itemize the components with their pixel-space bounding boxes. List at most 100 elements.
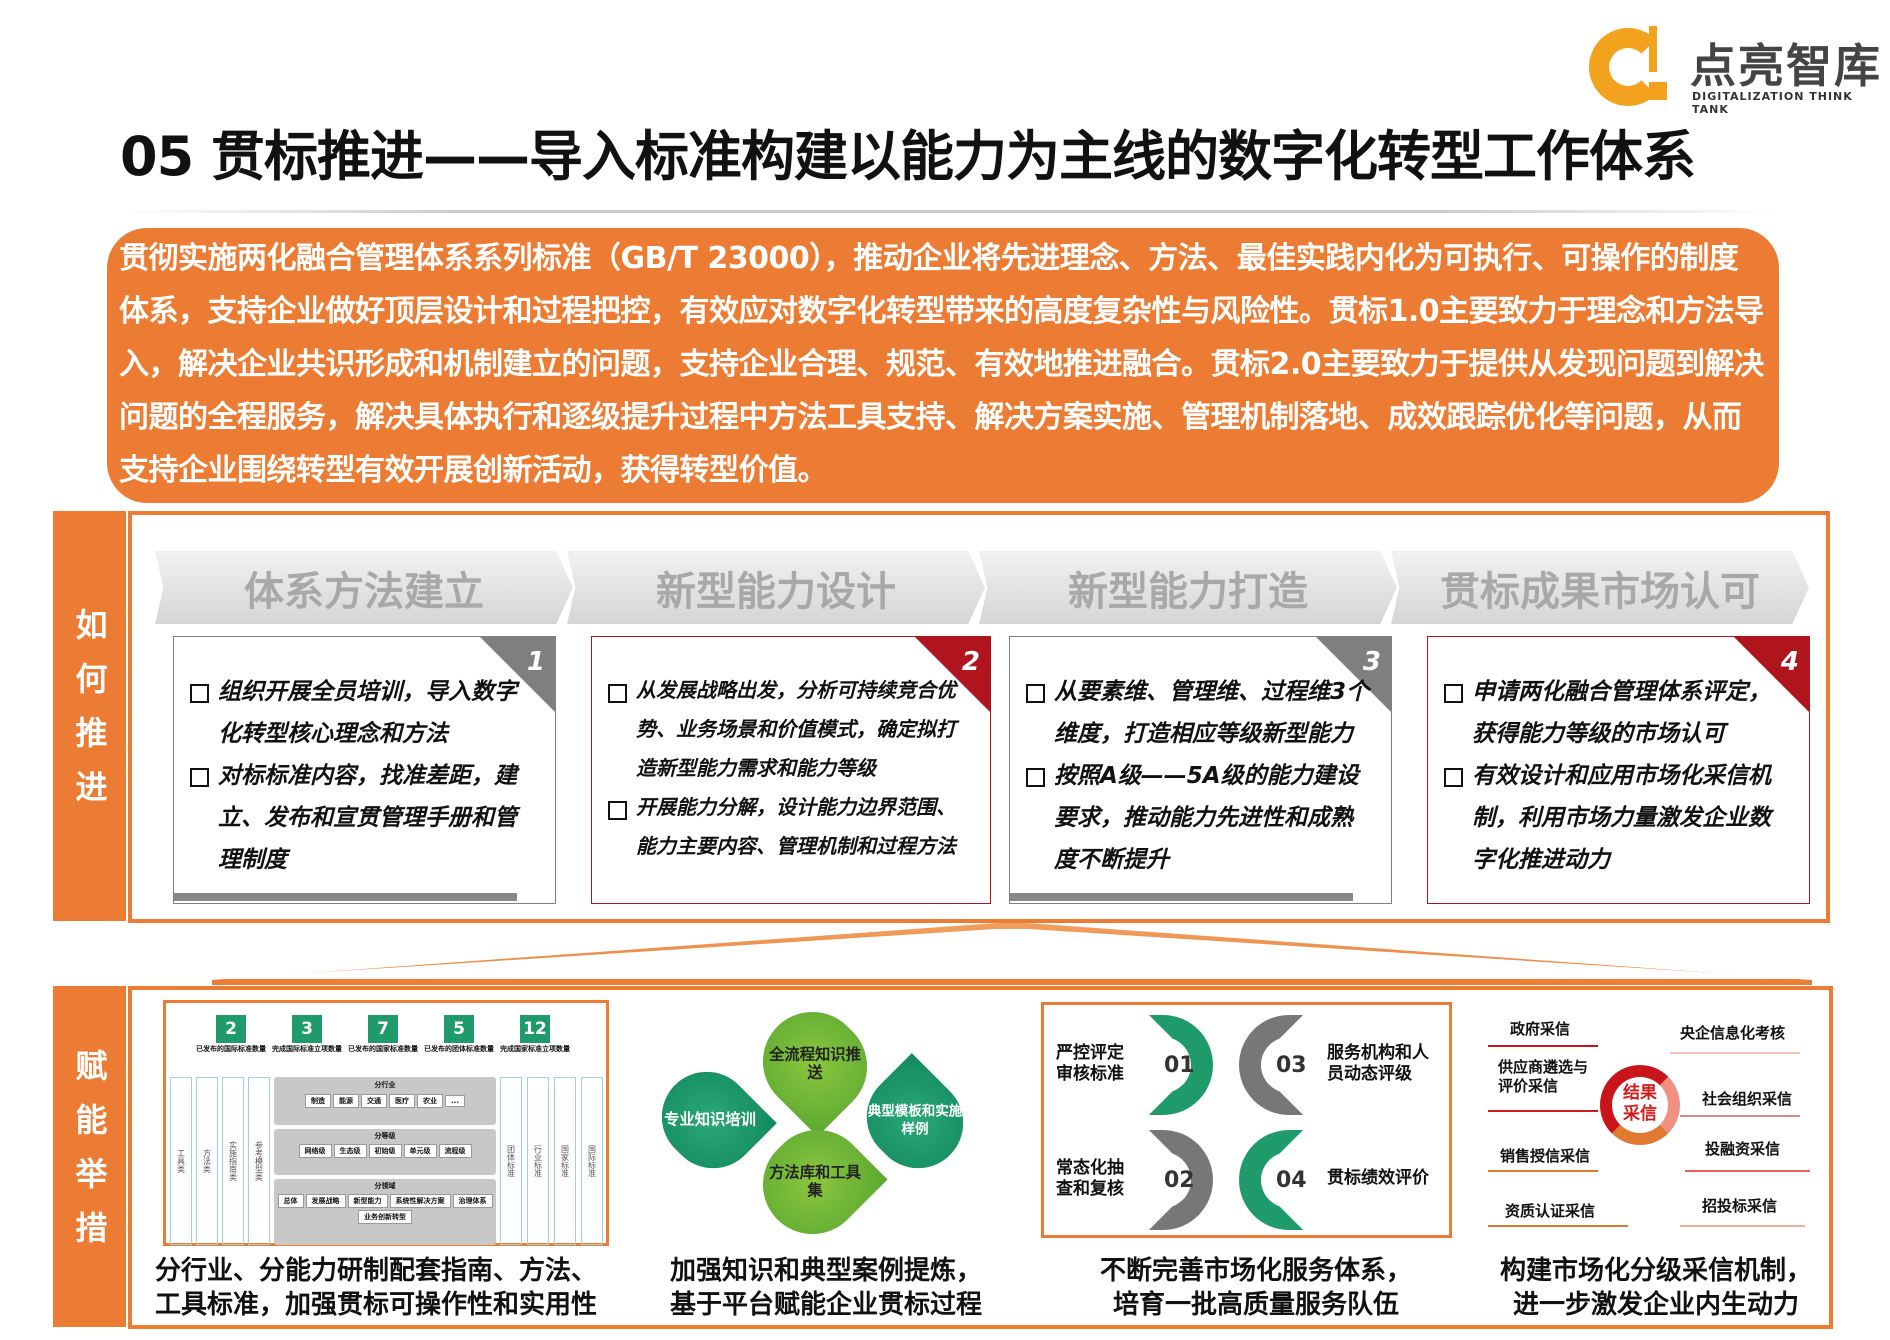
step-item: 组织开展全员培训，导入数字化转型核心理念和方法 [190, 671, 535, 755]
stat-label: 已发布的国际标准数量 [196, 1045, 266, 1053]
title-divider [120, 210, 1780, 213]
how-frame [128, 511, 1830, 923]
chip: 农业 [417, 1094, 443, 1108]
credit-right-item: 央企信息化考核 [1680, 1024, 1786, 1042]
petal-label: 方法库和工具集 [769, 1164, 861, 1200]
petal-label: 典型模板和实施样例 [867, 1102, 963, 1138]
group-title: 分行业 [374, 1081, 396, 1089]
logo-cn: 点亮智库 [1690, 39, 1882, 93]
chip: 业务创新转型 [358, 1210, 412, 1224]
caption-line: 工具标准，加强贯标可操作性和实用性 [155, 1290, 598, 1320]
petal-left: 专业知识培训 [643, 1053, 777, 1187]
industry-group: 分行业制造能源交通医疗农业... [274, 1077, 496, 1125]
stat-label: 已发布的团体标准数量 [424, 1045, 494, 1053]
domain-group: 分领域总体发展战略新型能力系统性解决方案治理体系业务创新转型 [274, 1179, 496, 1245]
petal-label: 全流程知识推送 [769, 1046, 861, 1082]
page-title: 05 贯标推进——导入标准构建以能力为主线的数字化转型工作体系 [120, 125, 1696, 188]
standard-col: 参考模型类 [248, 1077, 270, 1245]
caption-line: 培育一批高质量服务队伍 [1113, 1290, 1400, 1320]
standard-col: 团体标准 [500, 1077, 522, 1245]
chip: 单元级 [403, 1144, 437, 1158]
step-item: 从发展战略出发，分析可持续竞合优势、业务场景和价值模式，确定拟打造新型能力需求和… [608, 671, 970, 788]
logo-en: DIGITALIZATION THINK TANK [1692, 90, 1853, 116]
caption-3: 不断完善市场化服务体系， 培育一批高质量服务队伍 [1100, 1254, 1412, 1322]
item-number: 04 [1276, 1168, 1307, 1193]
step-number: 4 [1780, 647, 1799, 677]
credit-right-item: 投融资采信 [1705, 1140, 1781, 1158]
caption-line: 加强知识和典型案例提炼， [670, 1256, 983, 1286]
chip: 发展战略 [305, 1194, 346, 1208]
credit-diagram: 结果采信 政府采信 供应商遴选与评价采信 销售授信采信 资质认证采信 央企信息化… [1480, 1010, 1820, 1240]
chip: 治理体系 [452, 1194, 493, 1208]
standard-col: 实施指南类 [222, 1077, 244, 1245]
step-item: 有效设计和应用市场化采信机制，利用市场力量激发企业数字化推进动力 [1444, 755, 1789, 881]
step-chevron: 新型能力打造 [979, 551, 1397, 624]
standard-col: 行业标准 [527, 1077, 549, 1245]
card-shadow [174, 893, 517, 901]
chip: 新型能力 [347, 1194, 388, 1208]
step-item: 开展能力分解，设计能力边界范围、能力主要内容、管理机制和过程方法 [608, 788, 970, 866]
item-number: 02 [1164, 1168, 1195, 1193]
chip: 生态级 [333, 1144, 367, 1158]
stat-label: 完成国家标准立项数量 [500, 1045, 570, 1053]
group-title: 分领域 [374, 1182, 396, 1190]
stat-number: 12 [520, 1015, 550, 1043]
step-chevron: 新型能力设计 [567, 551, 985, 624]
chip: 系统性解决方案 [389, 1194, 451, 1208]
caption-line: 不断完善市场化服务体系， [1100, 1256, 1413, 1286]
credit-right-item: 社会组织采信 [1702, 1090, 1793, 1108]
standard-col: 工具类 [170, 1077, 192, 1245]
item-text: 服务机构和人员动态评级 [1327, 1043, 1429, 1084]
caption-line: 进一步激发企业内生动力 [1513, 1290, 1800, 1320]
service-system-diagram: 01 严控评定审核标准 02 常态化抽查和复核 03 服务机构和人员动态评级 0… [1041, 1002, 1452, 1238]
standard-col: 国家标准 [554, 1077, 576, 1245]
chip: 能源 [333, 1094, 359, 1108]
group-title: 分等级 [374, 1132, 396, 1140]
connector-inner [216, 929, 1808, 979]
logo: 点亮智库 DIGITALIZATION THINK TANK [1585, 22, 1885, 116]
chip: 网络级 [298, 1144, 332, 1158]
petal-label: 专业知识培训 [664, 1111, 756, 1129]
caption-1: 分行业、分能力研制配套指南、方法、工具标准，加强贯标可操作性和实用性 [155, 1254, 597, 1322]
credit-center-label: 结果采信 [1623, 1083, 1657, 1124]
caption-4: 构建市场化分级采信机制， 进一步激发企业内生动力 [1500, 1254, 1812, 1322]
chip: 流程级 [438, 1144, 472, 1158]
caption-line: 基于平台赋能企业贯标过程 [670, 1290, 983, 1320]
card-shadow [1010, 893, 1353, 901]
credit-left-item: 资质认证采信 [1505, 1202, 1596, 1220]
section-label-measures: 赋能举措 [53, 986, 126, 1327]
stat-label: 已发布的国家标准数量 [348, 1045, 418, 1053]
credit-left-item: 销售授信采信 [1500, 1147, 1591, 1165]
measures-frame [128, 986, 1833, 1329]
intro-text: 贯彻实施两化融合管理体系系列标准（GB/T 23000），推动企业将先进理念、方… [107, 228, 1779, 503]
chip: 医疗 [389, 1094, 415, 1108]
section-label-how: 如何推进 [53, 511, 126, 921]
stat-number: 7 [368, 1015, 398, 1043]
item-text: 贯标绩效评价 [1327, 1168, 1429, 1188]
step-chevron: 贯标成果市场认可 [1391, 551, 1809, 624]
level-group: 分等级网络级生态级初始级单元级流程级 [274, 1129, 496, 1175]
chip: 总体 [277, 1194, 304, 1208]
step-chevron: 体系方法建立 [155, 551, 573, 624]
item-text: 严控评定审核标准 [1056, 1043, 1124, 1084]
stat-number: 3 [292, 1015, 322, 1043]
credit-right-item: 招投标采信 [1702, 1197, 1778, 1215]
step-item: 从要素维、管理维、过程维3个维度，打造相应等级新型能力 [1026, 671, 1371, 755]
knowledge-clover: 全流程知识推送 专业知识培训 典型模板和实施样例 方法库和工具集 [643, 991, 982, 1255]
step-number: 1 [526, 647, 545, 677]
caption-line: 构建市场化分级采信机制， [1500, 1256, 1813, 1286]
item-number: 03 [1276, 1053, 1307, 1078]
step-item: 对标标准内容，找准差距，建立、发布和宣贯管理手册和管理制度 [190, 755, 535, 881]
step-item: 申请两化融合管理体系评定，获得能力等级的市场认可 [1444, 671, 1789, 755]
chip: 制造 [305, 1094, 331, 1108]
chip: ... [445, 1095, 465, 1107]
stat-number: 2 [216, 1015, 246, 1043]
item-text: 常态化抽查和复核 [1056, 1158, 1124, 1199]
credit-left-item: 政府采信 [1510, 1020, 1571, 1038]
caption-line: 分行业、分能力研制配套指南、方法、 [155, 1256, 598, 1286]
